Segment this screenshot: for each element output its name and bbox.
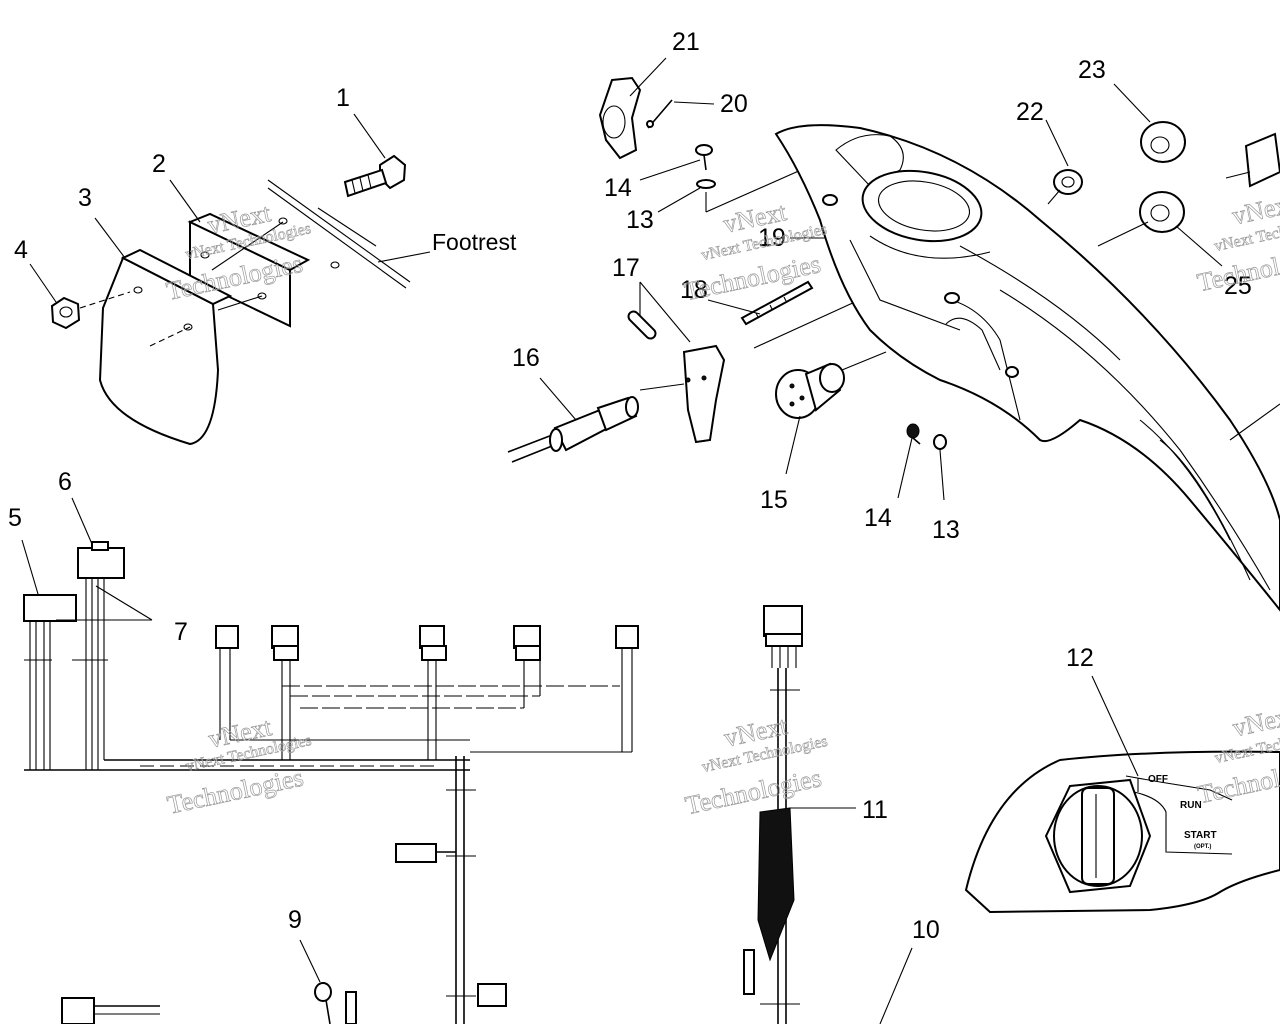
callout-25: 25 — [1224, 272, 1252, 300]
callout-23: 23 — [1078, 56, 1106, 84]
callout-1: 1 — [336, 84, 350, 112]
callout-7: 7 — [174, 618, 188, 646]
callout-13-upper: 13 — [626, 206, 654, 234]
footrest-label: Footrest — [432, 229, 517, 255]
console-housing — [774, 124, 1280, 612]
key-switch-part — [775, 362, 845, 419]
callout-5: 5 — [8, 504, 22, 532]
watermark: vNext Technologies Technologies vNext — [1195, 700, 1280, 809]
callout-13-lower: 13 — [932, 516, 960, 544]
harness-11 — [743, 605, 913, 1024]
watermark-text: vNext — [1230, 189, 1280, 231]
callout-11: 11 — [862, 796, 888, 824]
footrest-assembly — [29, 113, 431, 446]
callout-22: 22 — [1016, 98, 1044, 126]
callout-16: 16 — [512, 344, 540, 372]
mud-flap-part — [98, 248, 233, 446]
callout-20: 20 — [720, 90, 748, 118]
callout-19: 19 — [758, 224, 786, 252]
switch-off-label: OFF — [1148, 774, 1168, 785]
switch-opt-label: (OPT.) — [1194, 844, 1211, 850]
cable-switch-part — [507, 396, 639, 463]
wiring-harness — [21, 497, 639, 1024]
ignition-panel — [964, 675, 1280, 914]
switch-run-label: RUN — [1180, 800, 1202, 811]
callout-17: 17 — [612, 254, 640, 282]
watermark: vNext Technologies Technologies vNext — [164, 712, 313, 820]
bracket-part — [598, 76, 642, 160]
callout-9: 9 — [288, 906, 302, 934]
callout-6: 6 — [58, 468, 72, 496]
grommet-parts — [1045, 83, 1280, 267]
throttle-lever-part — [682, 344, 726, 444]
callout-3: 3 — [78, 184, 92, 212]
switch-start-label: START — [1184, 830, 1217, 841]
bolt-part — [343, 154, 407, 198]
spacer-plate-part — [187, 212, 340, 328]
watermark-text: Technologies — [165, 763, 306, 820]
callout-15: 15 — [760, 486, 788, 514]
switch-parts — [507, 57, 947, 501]
callout-21: 21 — [672, 28, 700, 56]
watermark: vNext Technologies Technologies vNext — [1194, 188, 1280, 297]
callout-10: 10 — [912, 916, 940, 944]
watermark: vNext Technologies Technologies vNext — [682, 711, 829, 821]
screw-part — [695, 144, 713, 171]
callout-14-lower: 14 — [864, 504, 892, 532]
callout-12: 12 — [1066, 644, 1094, 672]
nut-part — [50, 296, 81, 330]
callout-14-upper: 14 — [604, 174, 632, 202]
callout-2: 2 — [152, 150, 166, 178]
watermark-text: vNext — [1230, 701, 1280, 743]
callout-18: 18 — [680, 276, 708, 304]
callout-4: 4 — [14, 236, 28, 264]
